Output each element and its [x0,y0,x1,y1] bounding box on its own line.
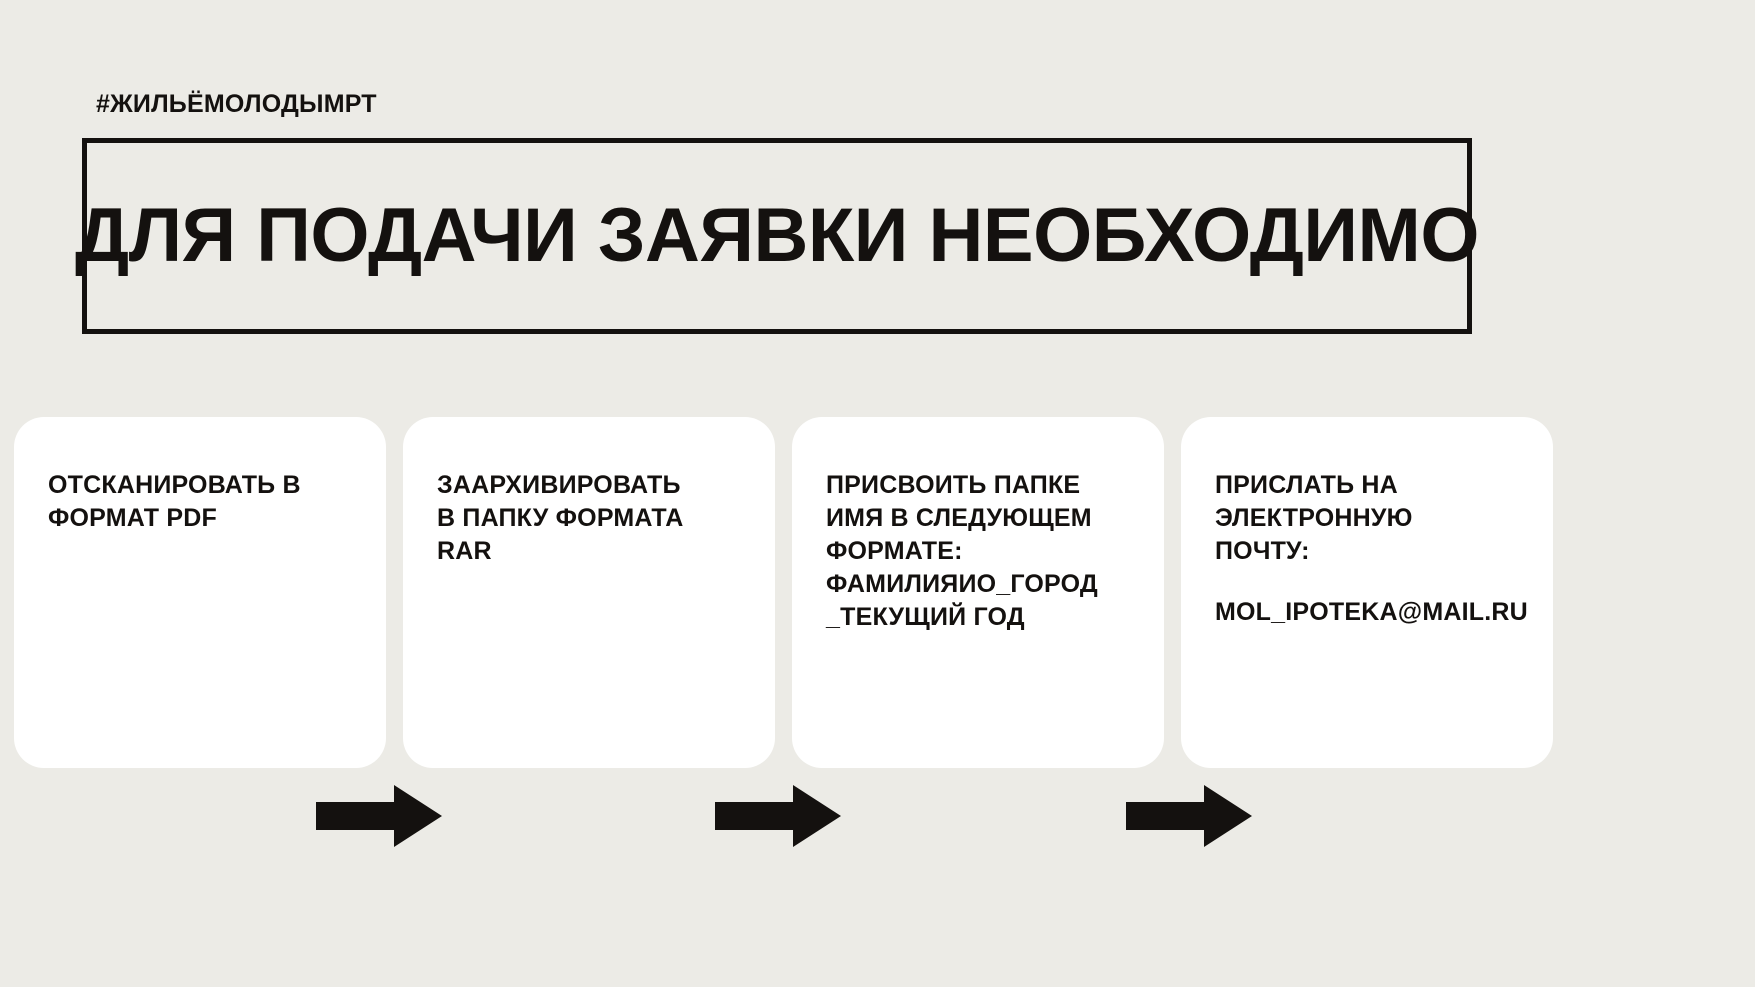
step-card-1-text: ОТСКАНИРОВАТЬ В ФОРМАТ PDF [48,471,301,532]
step-card-4: ПРИСЛАТЬ НА ЭЛЕКТРОННУЮ ПОЧТУ: MOL_IPOTE… [1181,417,1553,768]
step-card-4-text: ПРИСЛАТЬ НА ЭЛЕКТРОННУЮ ПОЧТУ: [1215,471,1413,565]
step-card-3: ПРИСВОИТЬ ПАПКЕ ИМЯ В СЛЕДУЮЩЕМ ФОРМАТЕ:… [792,417,1164,768]
step-card-3-text: ПРИСВОИТЬ ПАПКЕ ИМЯ В СЛЕДУЮЩЕМ ФОРМАТЕ:… [826,471,1098,631]
arrow-right-icon [715,785,841,847]
arrow-right-icon [1126,785,1252,847]
step-card-1: ОТСКАНИРОВАТЬ В ФОРМАТ PDF [14,417,386,768]
step-card-4-email: MOL_IPOTEKA@MAIL.RU [1215,598,1528,626]
arrow-right-icon [316,785,442,847]
steps-row: ОТСКАНИРОВАТЬ В ФОРМАТ PDF ЗААРХИВИРОВАТ… [0,417,1755,768]
step-card-2: ЗААРХИВИРОВАТЬ В ПАПКУ ФОРМАТА RAR [403,417,775,768]
step-card-2-text: ЗААРХИВИРОВАТЬ В ПАПКУ ФОРМАТА RAR [437,471,684,565]
hashtag-label: #ЖИЛЬЁМОЛОДЫМРТ [96,90,377,118]
title-box: ДЛЯ ПОДАЧИ ЗАЯВКИ НЕОБХОДИМО [75,138,1479,334]
page-title: ДЛЯ ПОДАЧИ ЗАЯВКИ НЕОБХОДИМО [75,193,1479,278]
